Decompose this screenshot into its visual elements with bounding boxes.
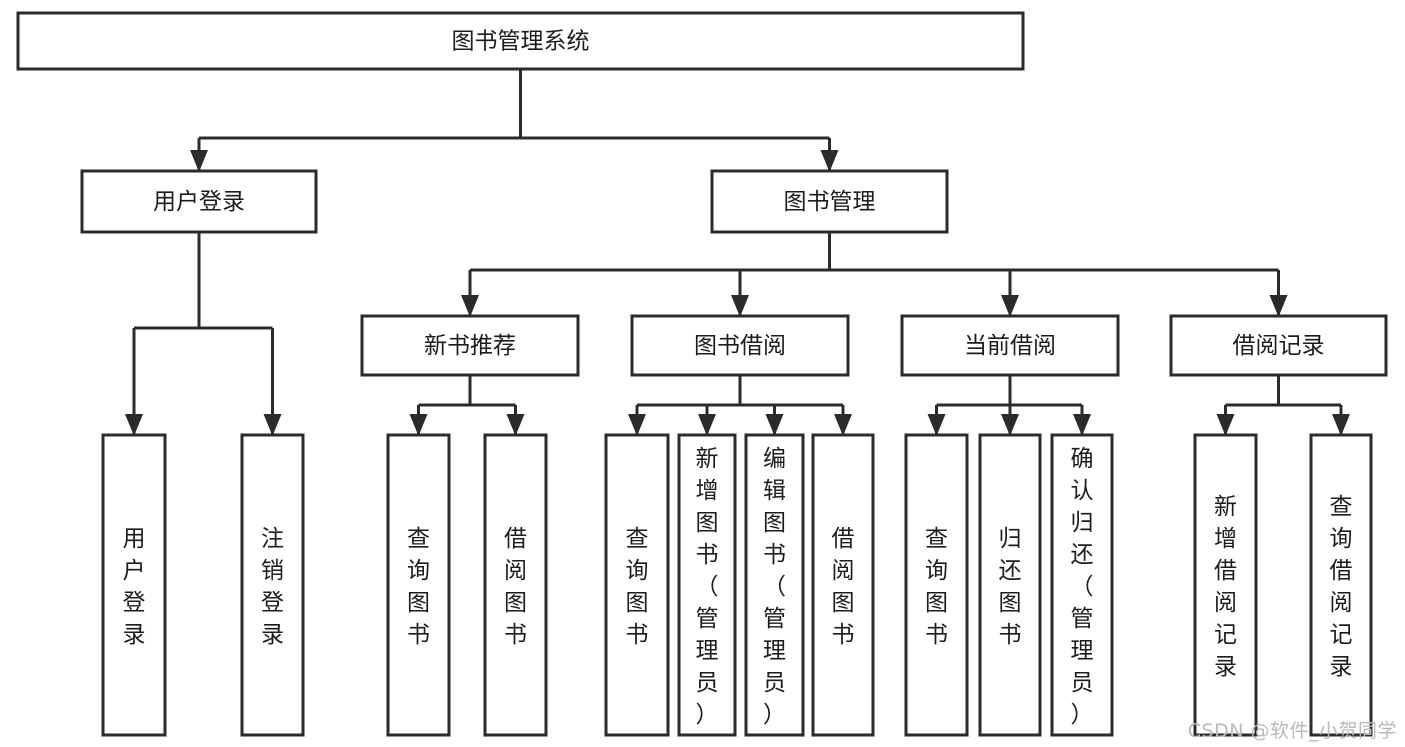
node-box <box>1309 433 1373 737</box>
node-box <box>386 433 451 737</box>
node-label: 新增借阅记录 <box>1214 494 1237 680</box>
node-book-manage[interactable]: 图书管理 <box>710 169 949 234</box>
node-label: 新增图书（管理员） <box>696 446 719 728</box>
node-label: 借阅图书 <box>832 526 855 648</box>
node-label: 查询图书 <box>925 526 948 648</box>
node-label: 归还图书 <box>999 526 1022 648</box>
edges-layer <box>125 69 1350 436</box>
node-label: 图书管理系统 <box>452 29 590 55</box>
node-label: 查询借阅记录 <box>1330 494 1353 680</box>
node-box <box>80 169 318 234</box>
node-leaf-borrow-book-2[interactable]: 借阅图书 <box>811 433 875 737</box>
node-leaf-query-book-2[interactable]: 查询图书 <box>604 433 670 737</box>
node-label: 注销登录 <box>261 526 284 648</box>
node-box <box>978 433 1042 737</box>
node-leaf-confirm-return[interactable]: 确认归还（管理员） <box>1050 433 1114 737</box>
node-borrow-record[interactable]: 借阅记录 <box>1169 314 1388 377</box>
node-current-borrow[interactable]: 当前借阅 <box>900 314 1120 377</box>
node-leaf-query-record[interactable]: 查询借阅记录 <box>1309 433 1373 737</box>
node-box <box>710 169 949 234</box>
node-label: 用户登录 <box>123 526 146 648</box>
node-label: 确认归还（管理员） <box>1071 446 1094 728</box>
node-label: 用户登录 <box>153 189 245 215</box>
node-box <box>604 433 670 737</box>
node-box <box>811 433 875 737</box>
node-leaf-add-record[interactable]: 新增借阅记录 <box>1193 433 1258 737</box>
node-label: 图书借阅 <box>694 333 786 359</box>
node-label: 借阅记录 <box>1233 333 1325 359</box>
node-book-borrow[interactable]: 图书借阅 <box>630 314 850 377</box>
node-label: 当前借阅 <box>964 333 1056 359</box>
nodes-layer: 图书管理系统用户登录图书管理新书推荐图书借阅当前借阅借阅记录用户登录注销登录查询… <box>16 11 1388 737</box>
node-label: 编辑图书（管理员） <box>763 446 786 728</box>
node-leaf-edit-book[interactable]: 编辑图书（管理员） <box>744 433 805 737</box>
node-leaf-user-login[interactable]: 用户登录 <box>101 433 167 737</box>
node-label: 借阅图书 <box>504 526 527 648</box>
node-box <box>1169 314 1388 377</box>
node-label: 查询图书 <box>407 526 430 648</box>
node-user-login[interactable]: 用户登录 <box>80 169 318 234</box>
node-box <box>744 433 805 737</box>
node-box <box>1050 433 1114 737</box>
node-root[interactable]: 图书管理系统 <box>16 11 1025 71</box>
node-box <box>101 433 167 737</box>
node-box <box>900 314 1120 377</box>
node-box <box>677 433 737 737</box>
node-new-book-rec[interactable]: 新书推荐 <box>360 314 580 377</box>
node-box <box>240 433 305 737</box>
node-label: 查询图书 <box>626 526 649 648</box>
node-leaf-query-book-3[interactable]: 查询图书 <box>904 433 969 737</box>
node-leaf-return-book[interactable]: 归还图书 <box>978 433 1042 737</box>
node-leaf-borrow-book-1[interactable]: 借阅图书 <box>483 433 548 737</box>
node-label: 图书管理 <box>784 189 876 215</box>
node-box <box>630 314 850 377</box>
node-box <box>16 11 1025 71</box>
node-box <box>1193 433 1258 737</box>
node-box <box>360 314 580 377</box>
node-box <box>904 433 969 737</box>
node-box <box>483 433 548 737</box>
node-leaf-query-book-1[interactable]: 查询图书 <box>386 433 451 737</box>
node-leaf-add-book[interactable]: 新增图书（管理员） <box>677 433 737 737</box>
node-label: 新书推荐 <box>424 333 516 359</box>
node-leaf-logout[interactable]: 注销登录 <box>240 433 305 737</box>
